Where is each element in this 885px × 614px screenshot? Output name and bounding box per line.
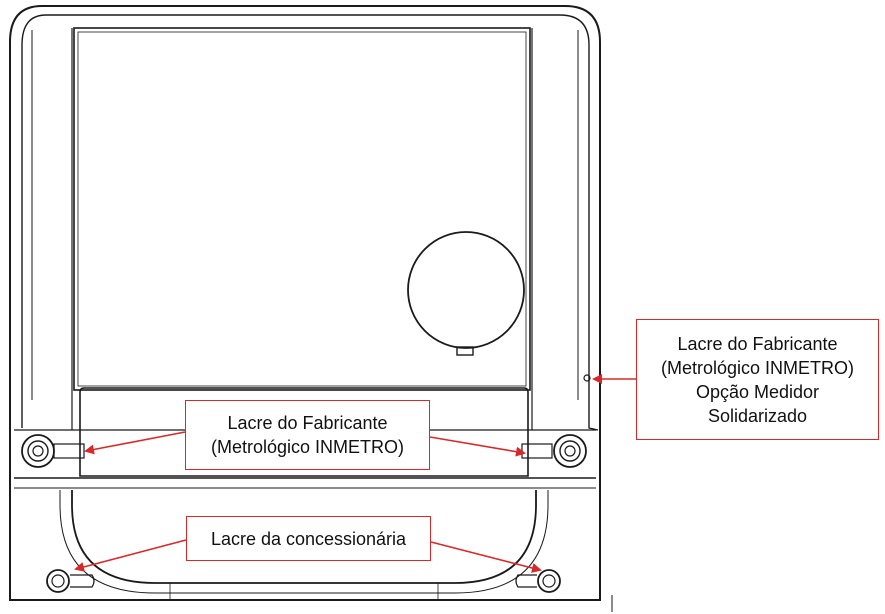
meter-housing — [9, 5, 601, 601]
manufacturer-seal-option-callout: Lacre do Fabricante (Metrológico INMETRO… — [636, 319, 879, 440]
utility-seal-callout: Lacre da concessionária — [186, 516, 431, 561]
terminal-cover — [9, 490, 613, 612]
callout-line: Lacre do Fabricante — [227, 413, 388, 433]
left-seal-screw — [21, 434, 55, 468]
callout-line: Solidarizado — [707, 405, 808, 426]
manufacturer-seal-callout: Lacre do Fabricante (Metrológico INMETRO… — [185, 400, 430, 470]
arrow-to-right-manufacturer-seal — [429, 436, 526, 457]
housing-outer-outline — [9, 5, 601, 601]
callout-line: Opção Medidor — [695, 381, 820, 402]
callout-line: (Metrológico INMETRO) — [210, 437, 405, 457]
arrow-to-left-utility-seal — [74, 539, 187, 572]
middle-band — [14, 387, 596, 489]
callout-line: (Metrológico INMETRO) — [660, 357, 855, 378]
housing-inner-outline — [21, 14, 599, 431]
bottom-right-utility-seal — [515, 569, 561, 593]
callout-line: Lacre do Fabricante — [677, 333, 838, 354]
right-seal-screw — [553, 434, 587, 468]
callout-arrows — [74, 374, 636, 573]
arrow-to-right-utility-seal — [430, 541, 542, 573]
circular-window — [407, 231, 525, 356]
side-seal-hole — [583, 374, 591, 382]
top-cover-panel — [73, 27, 531, 391]
callout-line: Lacre da concessionária — [210, 528, 407, 549]
bottom-left-utility-seal — [46, 569, 95, 593]
arrow-to-left-manufacturer-seal — [84, 431, 186, 455]
